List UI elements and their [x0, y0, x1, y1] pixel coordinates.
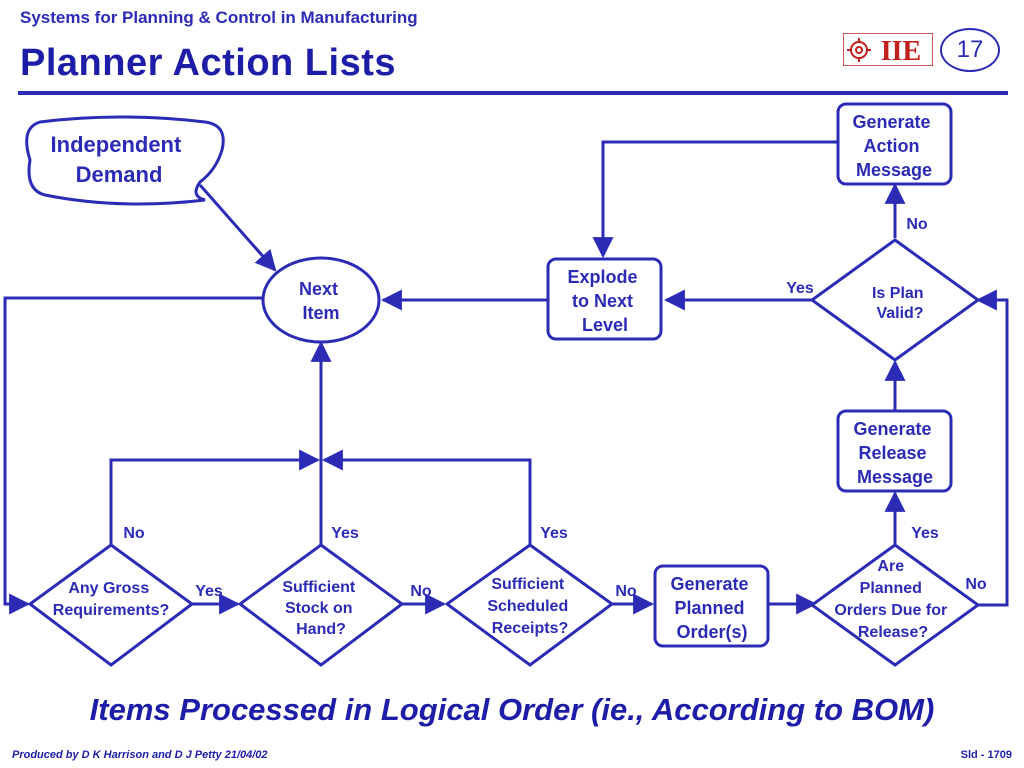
page-title: Planner Action Lists	[20, 42, 396, 84]
generate-action-node	[836, 102, 953, 186]
generate-action-label: Generate Action Message	[852, 112, 935, 180]
sufficient-scheduled-label: Sufficient Scheduled Receipts?	[487, 576, 572, 637]
generate-planned-label: Generate Planned Order(s)	[670, 574, 753, 642]
is-plan-valid-node	[809, 238, 981, 362]
label-are-planned-no: No	[965, 576, 987, 593]
edge-action-to-explode	[592, 140, 838, 259]
label-are-planned-yes: Yes	[911, 525, 939, 542]
gear-icon	[847, 38, 871, 62]
any-gross-label: Any Gross Requirements?	[53, 580, 169, 619]
are-planned-node	[809, 543, 981, 667]
generate-release-node	[836, 409, 953, 493]
are-planned-label: Are Planned Orders Due for Release?	[834, 558, 951, 641]
logo-text: IIE	[881, 36, 921, 66]
next-item-node	[261, 256, 381, 344]
generate-release-label: Generate Release Message	[853, 419, 936, 487]
label-plan-valid-yes: Yes	[786, 280, 814, 297]
subtitle: Items Processed in Logical Order (ie., A…	[89, 692, 935, 727]
next-item-label: Next Item	[299, 279, 343, 323]
edge-gross-no-up	[109, 449, 321, 545]
edges	[3, 140, 1009, 615]
label-stock-no: No	[410, 583, 432, 600]
sufficient-scheduled-node	[444, 543, 615, 667]
edge-demand-to-next	[198, 184, 277, 272]
generate-planned-node	[653, 564, 770, 648]
explode-label: Explode to Next Level	[567, 267, 642, 335]
label-scheduled-no: No	[615, 583, 637, 600]
iie-logo: IIE	[843, 33, 933, 66]
explode-node	[546, 257, 663, 341]
title-divider	[18, 91, 1008, 95]
edge-next-to-gross	[3, 296, 262, 615]
label-scheduled-yes: Yes	[540, 525, 568, 542]
footer-credit: Produced by D K Harrison and D J Petty 2…	[12, 749, 268, 761]
any-gross-node	[27, 543, 195, 667]
label-plan-valid-no: No	[906, 216, 928, 233]
sufficient-stock-label: Sufficient Stock on Hand?	[282, 579, 359, 638]
label-gross-yes: Yes	[195, 583, 223, 600]
label-stock-yes: Yes	[331, 525, 359, 542]
is-plan-valid-label: Is Plan Valid?	[872, 285, 928, 322]
sufficient-stock-node	[237, 543, 405, 667]
label-gross-no: No	[123, 525, 145, 542]
independent-demand-shape	[25, 115, 225, 206]
slide-number: 17	[940, 28, 1000, 72]
edge-are-no-loop	[975, 289, 1009, 607]
course-title: Systems for Planning & Control in Manufa…	[20, 8, 418, 27]
edge-scheduled-yes-up	[321, 449, 532, 545]
independent-demand-label: Independent Demand	[51, 132, 188, 187]
footer-slide-id: Sld - 1709	[960, 749, 1012, 761]
